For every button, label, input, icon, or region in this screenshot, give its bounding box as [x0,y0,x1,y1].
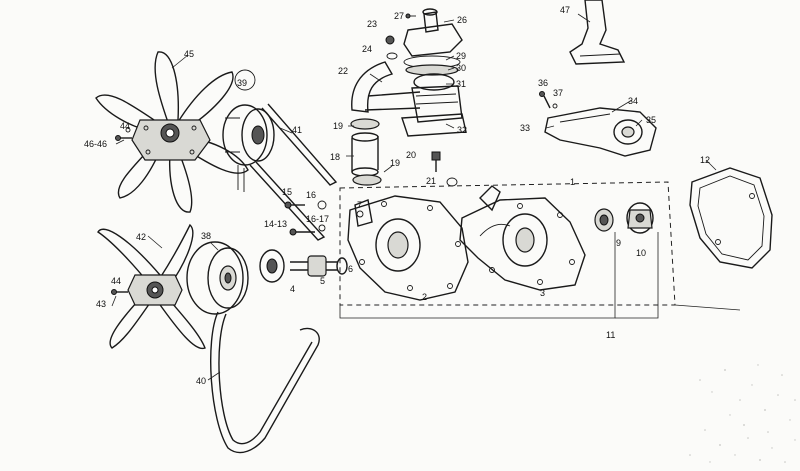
callout-33: 33 [520,123,530,133]
bolt-23-nut-24 [385,35,398,60]
callout-31: 31 [456,79,466,89]
seal-9 [594,208,614,232]
crank-pulley-38 [186,241,249,315]
pump-body-2 [347,195,469,301]
assembly-box-1 [339,181,741,319]
callout-26: 26 [457,15,467,25]
hose-18 [351,132,379,177]
callout-5: 5 [320,276,325,286]
callout-6: 6 [348,264,353,274]
hose-clamps-19 [350,118,382,186]
shaft-5 [290,255,338,277]
drive-belt-41 [237,103,338,241]
fan-four-blade [97,223,206,350]
impeller-10 [626,202,654,234]
callout-36: 36 [538,78,548,88]
callout-20: 20 [406,150,416,160]
callout-29: 29 [456,51,466,61]
callout-41: 41 [292,125,302,135]
callout-1: 1 [570,177,575,187]
callout-24: 24 [362,44,372,54]
callout-11: 11 [606,330,615,340]
elbow-47 [569,0,626,65]
hub-4 [259,249,285,283]
callout-22: 22 [338,66,348,76]
seal-6 [336,257,348,275]
callout-4: 4 [290,284,295,294]
callout-2: 2 [422,292,427,302]
callout-10: 10 [636,248,646,258]
gaskets-29-30-31 [403,55,461,91]
callout-42: 42 [136,232,146,242]
callout-32: 32 [457,125,467,135]
callout-40: 40 [196,376,206,386]
bolts-43-44 [111,127,132,295]
pipe-22 [351,61,421,113]
callout-18: 18 [330,152,340,162]
drive-belt-40 [210,311,320,454]
bolt-27 [405,13,416,19]
bolt-36-37 [539,91,558,109]
bolts-13-17 [284,200,327,236]
gasket-12 [689,167,773,269]
callout-27: 27 [394,11,404,21]
callout-38: 38 [201,231,211,241]
callout-19-lower: 19 [390,158,400,168]
leader-lines [111,13,717,381]
washer-21 [446,177,458,187]
thermostat-housing-26 [403,8,463,57]
callout-44-upper: 44 [120,121,130,131]
fan-pulley-39 [222,69,275,166]
callout-16-17: 16-17 [306,214,329,224]
callout-14-13: 14-13 [264,219,287,229]
callout-9: 9 [616,238,621,248]
callout-34: 34 [628,96,638,106]
callout-7: 7 [357,200,362,210]
pump-body-3 [459,185,586,291]
callout-44-lower: 44 [111,276,121,286]
callout-23: 23 [367,19,377,29]
callout-16: 16 [306,190,316,200]
callout-46-46: 46-46 [84,139,107,149]
callout-3: 3 [540,288,545,298]
bolt-20 [431,151,441,172]
callout-37: 37 [553,88,563,98]
callout-43: 43 [96,299,106,309]
callout-15: 15 [282,187,292,197]
callout-47: 47 [560,5,570,15]
callout-45: 45 [184,49,194,59]
housing-base-32 [401,85,467,137]
callout-12: 12 [700,155,710,165]
outlet-housing-34 [544,107,657,157]
callout-21: 21 [426,176,436,186]
callout-labels: 1 2 3 4 5 6 7 9 10 11 12 14-13 15 16 16-… [84,5,710,386]
print-speckle [689,364,796,463]
callout-19-upper: 19 [333,121,343,131]
callout-35: 35 [646,115,656,125]
callout-39: 39 [237,78,247,88]
callout-30: 30 [456,63,466,73]
fan-six-blade [95,51,249,213]
